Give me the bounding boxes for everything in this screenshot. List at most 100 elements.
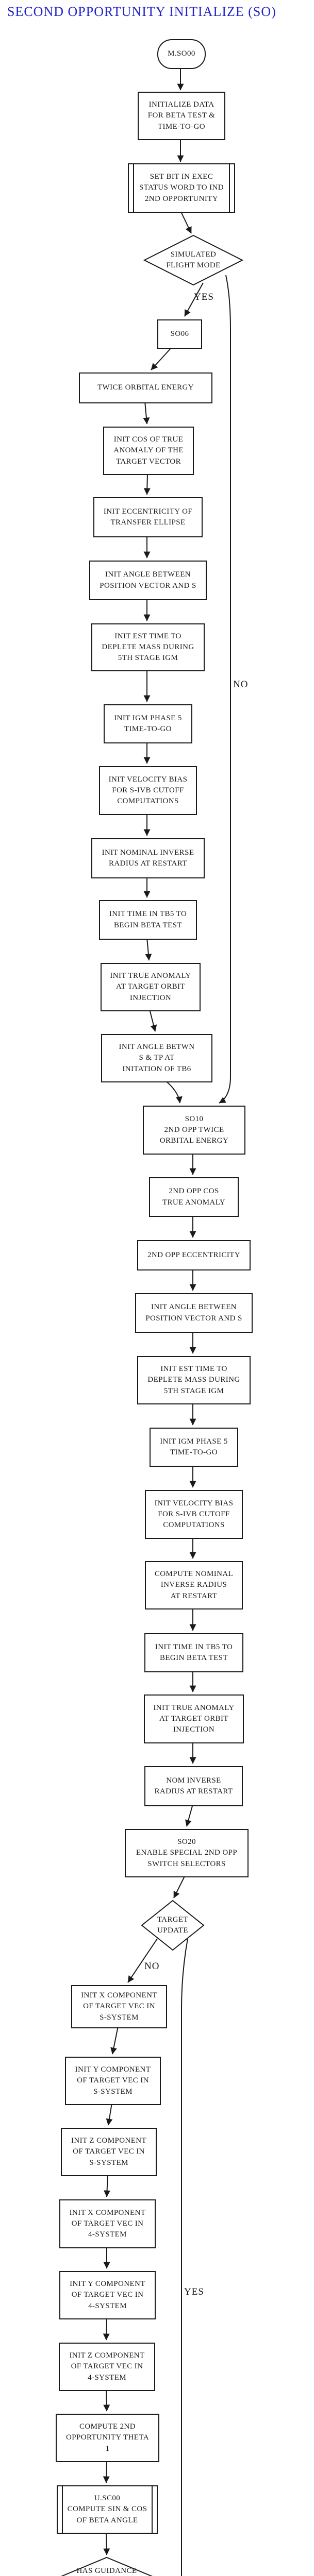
flow-node-c_ecc: 2ND OPP ECCENTRICITY (137, 1240, 251, 1270)
flow-node-label: INIT IGM PHASE 5 TIME-TO-GO (160, 1437, 228, 1456)
flow-node-label: INIT ECCENTRICITY OF TRANSFER ELLIPSE (103, 507, 193, 527)
edge-b_true_anom-b_angle_stp (149, 1009, 157, 1032)
flow-node-label: TWICE ORBITAL ENERGY (97, 383, 194, 392)
flow-node-b_igm5: INIT IGM PHASE 5 TIME-TO-GO (104, 704, 192, 743)
flow-node-c_comp_nom: COMPUTE NOMINAL INVERSE RADIUS AT RESTAR… (145, 1561, 243, 1609)
edge-c_nom_inv-so20 (185, 1804, 193, 1827)
flow-node-label: TARGET UPDATE (157, 1915, 189, 1935)
flow-node-label: INIT NOMINAL INVERSE RADIUS AT RESTART (102, 848, 194, 868)
flow-node-b_cos_true: INIT COS OF TRUE ANOMALY OF THE TARGET V… (103, 427, 194, 475)
flow-node-b_true_anom: INIT TRUE ANOMALY AT TARGET ORBIT INJECT… (101, 963, 201, 1011)
flow-node-label: INIT VELOCITY BIAS FOR S-IVB CUTOFF COMP… (154, 1499, 234, 1530)
decision-shape-target_update (141, 1900, 205, 1951)
flow-node-label: SO20 ENABLE SPECIAL 2ND OPP SWITCH SELEC… (136, 1838, 238, 1868)
flow-node-label: M.SO00 (168, 49, 195, 58)
flow-node-label: INIT Z COMPONENT OF TARGET VEC IN S-SYST… (71, 2137, 147, 2167)
flow-node-d_z_4: INIT Z COMPONENT OF TARGET VEC IN 4-SYST… (59, 2343, 155, 2391)
flow-node-label: HAS GUIDANCE FAILURE OCCURRED (76, 2566, 137, 2575)
flow-node-label: INIT X COMPONENT OF TARGET VEC IN S-SYST… (81, 1991, 157, 2022)
edge-usc00-guidance_fail (103, 2531, 110, 2555)
edge-d_y_4-d_z_4 (103, 2317, 110, 2341)
edge-so06-twice_orbital (151, 346, 173, 370)
flow-node-label: INIT TRUE ANOMALY AT TARGET ORBIT INJECT… (110, 972, 191, 1002)
flow-node-twice_orbital: TWICE ORBITAL ENERGY (79, 372, 212, 403)
flow-node-c_nom_inv: NOM INVERSE RADIUS AT RESTART (144, 1766, 243, 1806)
flow-node-d_x_s: INIT X COMPONENT OF TARGET VEC IN S-SYST… (71, 1985, 167, 2028)
flow-node-guidance_fail: HAS GUIDANCE FAILURE OCCURRED (48, 2557, 166, 2576)
flow-node-label: NOM INVERSE RADIUS AT RESTART (154, 1776, 233, 1795)
flow-node-label: INITIALIZE DATA FOR BETA TEST & TIME-TO-… (147, 100, 216, 131)
edge-target_update-so25-yes (181, 1938, 188, 2576)
flow-node-d_y_4: INIT Y COMPONENT OF TARGET VEC IN 4-SYST… (59, 2271, 156, 2319)
edge-set_bit-sim_flight (180, 210, 192, 234)
flow-node-label: INIT IGM PHASE 5 TIME-TO-GO (114, 714, 182, 733)
flow-node-d_theta: COMPUTE 2ND OPPORTUNITY THETA 1 (56, 2414, 159, 2462)
flow-node-label: INIT EST TIME TO DEPLETE MASS DURING 5TH… (102, 632, 194, 663)
page-title: SECOND OPPORTUNITY INITIALIZE (SO) (7, 4, 276, 19)
edge-b_angle_stp-so10 (164, 1080, 183, 1104)
flow-node-b_angle_pos: INIT ANGLE BETWEEN POSITION VECTOR AND S (89, 561, 207, 600)
flow-node-b_ecc: INIT ECCENTRICITY OF TRANSFER ELLIPSE (93, 497, 203, 537)
flow-node-so06: SO06 (157, 319, 202, 349)
flow-node-label: SO06 (170, 329, 189, 338)
flow-node-init_data: INITIALIZE DATA FOR BETA TEST & TIME-TO-… (138, 92, 225, 140)
edge-d_x_s-d_y_s (110, 2026, 119, 2055)
flow-node-label: SO10 2ND OPP TWICE ORBITAL ENERGY (159, 1114, 229, 1145)
flow-node-label: INIT ANGLE BETWN S & TP AT INITATION OF … (119, 1043, 195, 1073)
flow-node-b_angle_stp: INIT ANGLE BETWN S & TP AT INITATION OF … (101, 1034, 212, 1082)
edge-twice_orbital-b_cos_true (143, 401, 150, 425)
flow-node-set_bit: SET BIT IN EXEC STATUS WORD TO IND 2ND O… (128, 163, 235, 213)
edge-sim_flight-so10-no (219, 275, 231, 1104)
edge-sim_flight-so06-yes (184, 282, 204, 317)
edge-d_y_s-d_z_s (106, 2103, 113, 2126)
edge-label-sim_no: NO (233, 679, 249, 690)
decision-shape-sim_flight (143, 234, 244, 286)
flow-node-label: INIT EST TIME TO DEPLETE MASS DURING 5TH… (147, 1365, 240, 1395)
decision-shape-guidance_fail (60, 2556, 153, 2576)
flow-node-label: 2ND OPP COS TRUE ANOMALY (162, 1187, 226, 1207)
flow-node-b_tb5: INIT TIME IN TB5 TO BEGIN BETA TEST (99, 900, 197, 940)
edge-label-tgt_yes: YES (184, 2286, 204, 2297)
flow-node-d_y_s: INIT Y COMPONENT OF TARGET VEC IN S-SYST… (65, 2057, 161, 2105)
flow-node-d_z_s: INIT Z COMPONENT OF TARGET VEC IN S-SYST… (61, 2128, 157, 2176)
flow-node-label: INIT Z COMPONENT OF TARGET VEC IN 4-SYST… (69, 2351, 145, 2382)
flow-node-so10: SO10 2ND OPP TWICE ORBITAL ENERGY (143, 1106, 245, 1155)
flow-node-b_vel_bias: INIT VELOCITY BIAS FOR S-IVB CUTOFF COMP… (99, 766, 197, 815)
flow-node-b_est_time: INIT EST TIME TO DEPLETE MASS DURING 5TH… (91, 623, 205, 671)
flow-node-label: INIT X COMPONENT OF TARGET VEC IN 4-SYST… (69, 2208, 146, 2239)
flow-node-sim_flight: SIMULATED FLIGHT MODE (144, 235, 242, 285)
flow-node-label: INIT COS OF TRUE ANOMALY OF THE TARGET V… (113, 435, 184, 466)
flow-node-c_angle_pos: INIT ANGLE BETWEEN POSITION VECTOR AND S (135, 1293, 253, 1333)
flow-node-c_est_time: INIT EST TIME TO DEPLETE MASS DURING 5TH… (137, 1356, 251, 1404)
edge-so20-target_update (173, 1875, 186, 1899)
flow-node-label: COMPUTE NOMINAL INVERSE RADIUS AT RESTAR… (154, 1570, 234, 1600)
flow-node-label: INIT TIME IN TB5 TO BEGIN BETA TEST (109, 910, 187, 929)
flow-node-usc00: U.SC00 COMPUTE SIN & COS OF BETA ANGLE (57, 2485, 158, 2534)
flow-node-d_x_4: INIT X COMPONENT OF TARGET VEC IN 4-SYST… (59, 2199, 156, 2248)
flow-node-label: INIT VELOCITY BIAS FOR S-IVB CUTOFF COMP… (108, 775, 188, 806)
edge-d_theta-usc00 (103, 2460, 110, 2483)
flow-node-c_cos: 2ND OPP COS TRUE ANOMALY (149, 1177, 239, 1217)
edge-d_z_s-d_x_4 (104, 2174, 111, 2197)
flow-node-so20: SO20 ENABLE SPECIAL 2ND OPP SWITCH SELEC… (125, 1829, 249, 1877)
flow-node-label: INIT ANGLE BETWEEN POSITION VECTOR AND S (100, 570, 196, 590)
edge-d_z_4-d_theta (103, 2388, 110, 2412)
flow-node-label: INIT TIME IN TB5 TO BEGIN BETA TEST (155, 1642, 233, 1662)
edge-target_update-d_x_s-no (127, 1938, 158, 1983)
flow-node-b_nom_inv: INIT NOMINAL INVERSE RADIUS AT RESTART (91, 838, 205, 878)
flow-node-target_update: TARGET UPDATE (142, 1901, 204, 1950)
flow-node-label: INIT Y COMPONENT OF TARGET VEC IN 4-SYST… (70, 2280, 145, 2310)
flow-node-label: U.SC00 COMPUTE SIN & COS OF BETA ANGLE (67, 2494, 147, 2524)
flow-node-label: INIT Y COMPONENT OF TARGET VEC IN S-SYST… (75, 2065, 151, 2096)
edge-label-tgt_no: NO (144, 1961, 160, 1972)
edge-label-sim_yes: YES (194, 292, 214, 302)
flow-node-c_tb5: INIT TIME IN TB5 TO BEGIN BETA TEST (144, 1633, 243, 1672)
flow-node-label: 2ND OPP ECCENTRICITY (147, 1250, 240, 1259)
flow-node-start: M.SO00 (157, 39, 206, 69)
flow-node-label: INIT TRUE ANOMALY AT TARGET ORBIT INJECT… (153, 1703, 235, 1734)
flow-node-label: INIT ANGLE BETWEEN POSITION VECTOR AND S (145, 1303, 242, 1323)
flow-node-c_vel_bias: INIT VELOCITY BIAS FOR S-IVB CUTOFF COMP… (145, 1490, 243, 1539)
flow-node-label: SIMULATED FLIGHT MODE (166, 250, 221, 269)
flow-node-label: SET BIT IN EXEC STATUS WORD TO IND 2ND O… (139, 173, 224, 203)
